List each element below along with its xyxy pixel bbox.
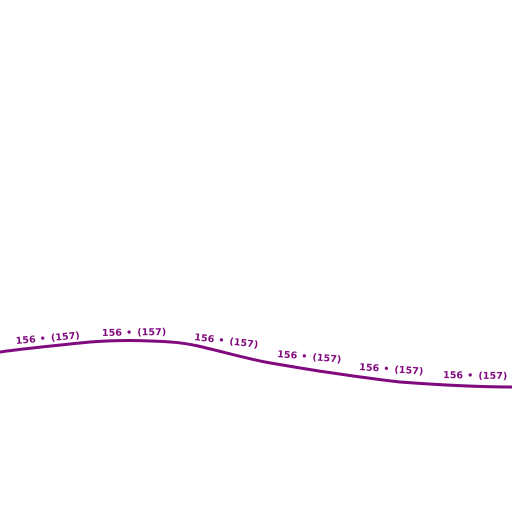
route-label: 156•(157) [359, 362, 424, 377]
route-label: 156•(157) [277, 349, 342, 366]
route-label: 156•(157) [15, 330, 80, 347]
route-labels: 156•(157) 156•(157) 156•(157) 156•(157) … [15, 327, 507, 382]
route-label: 156•(157) [194, 332, 259, 351]
route-line[interactable] [0, 338, 512, 389]
route-label: 156•(157) [102, 327, 167, 339]
route-label: 156•(157) [443, 370, 508, 382]
